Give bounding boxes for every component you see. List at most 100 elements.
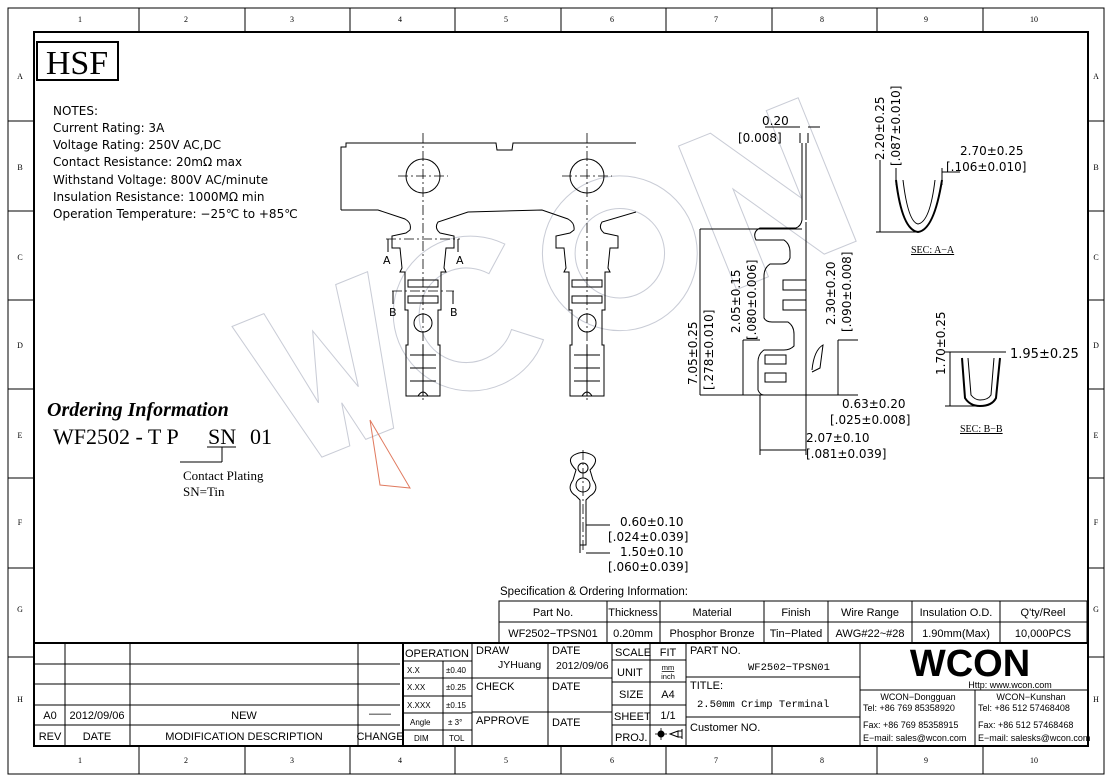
zone-row-b: B <box>17 163 22 172</box>
dim-2-05-in: [.080±0.006] <box>745 260 759 341</box>
tolerance-dim: Angle <box>410 718 431 727</box>
size-value: A4 <box>661 689 674 701</box>
zone-row-f: F <box>18 518 23 527</box>
section-a-left: A <box>383 254 391 267</box>
zone-row-a: A <box>17 72 23 81</box>
zone-row-d: D <box>17 341 23 350</box>
note-line: Insulation Resistance: 1000MΩ min <box>53 190 265 204</box>
ordering-title: Ordering Information <box>47 399 229 421</box>
dim-1-50-in: [.060±0.039] <box>608 560 689 574</box>
note-line: Contact Resistance: 20mΩ max <box>53 155 242 169</box>
zone-row-e-right: E <box>1094 431 1099 440</box>
unit-inch: inch <box>661 672 675 681</box>
watermark <box>231 97 857 458</box>
zone-col-6: 6 <box>610 15 614 24</box>
spec-table-title: Specification & Ordering Information: <box>500 586 688 598</box>
title-block: A0 2012/09/06 NEW —— REV DATE MODIFICATI… <box>34 642 1090 746</box>
office-kunshan-fax: Fax: +86 512 57468468 <box>978 720 1073 730</box>
revision-header-rev: REV <box>39 731 62 743</box>
spec-cell: Phosphor Bronze <box>670 628 755 640</box>
dim-aa-width-in: [.106±0.010] <box>946 160 1027 174</box>
terminal-front-view: A A B B <box>340 133 637 402</box>
zone-col-5: 5 <box>504 15 508 24</box>
zone-row-f-right: F <box>1094 518 1099 527</box>
tolerance-footer-tol: TOL <box>449 734 465 743</box>
hsf-mark: HSF <box>36 41 119 82</box>
zone-col-5-bottom: 5 <box>504 756 508 765</box>
dim-0-63: 0.63±0.20 <box>842 397 906 411</box>
office-kunshan-name: WCON−Kunshan <box>996 692 1065 702</box>
approve-date-label: DATE <box>552 717 581 729</box>
office-dongguan-email: E−mail: sales@wcon.com <box>863 733 966 743</box>
revision-header-description: MODIFICATION DESCRIPTION <box>165 731 323 743</box>
dim-thickness-in: [0.008] <box>738 131 782 145</box>
plating-value: SN=Tin <box>183 484 225 499</box>
dim-aa-height: 2.20±0.25 <box>873 97 887 161</box>
zone-col-8-bottom: 8 <box>820 756 824 765</box>
draw-name: JYHuang <box>498 659 541 671</box>
title-label: TITLE: <box>690 680 723 692</box>
check-label: CHECK <box>476 681 515 693</box>
part-no-value: WF2502−TPSN01 <box>748 662 830 674</box>
tolerance-title: OPERATION <box>405 648 469 660</box>
zone-row-b-right: B <box>1093 163 1098 172</box>
spec-header: Finish <box>781 607 810 619</box>
zone-col-8: 8 <box>820 15 824 24</box>
projection-label: PROJ. <box>615 732 647 744</box>
zone-col-2: 2 <box>184 15 188 24</box>
zone-row-g: G <box>17 605 23 614</box>
unit-mm: mm <box>662 663 675 672</box>
revision-header-change: CHANGE <box>356 731 403 743</box>
zone-col-9: 9 <box>924 15 928 24</box>
scale-label: SCALE <box>615 647 651 659</box>
sheet-frame: 1 2 3 4 5 6 7 8 9 10 1 2 3 4 5 6 7 8 9 1… <box>7 7 1105 775</box>
tolerance-value: ±0.15 <box>446 701 467 710</box>
ordering-information: Ordering Information WF2502 - T P SN 01 … <box>47 399 272 499</box>
notes-title: NOTES: <box>53 104 98 118</box>
revision-description: NEW <box>231 710 257 722</box>
tolerance-dim: X.XXX <box>407 701 431 710</box>
zone-row-c: C <box>17 253 22 262</box>
company-url: Http: www.wcon.com <box>968 680 1052 690</box>
section-bb-view: 1.70±0.25 1.95±0.25 SEC: B−B <box>934 312 1079 436</box>
dim-length: 7.05±0.25 <box>686 322 700 386</box>
draw-date-label: DATE <box>552 645 581 657</box>
dim-aa-height-in: [.087±0.010] <box>889 86 903 167</box>
dim-0-60: 0.60±0.10 <box>620 515 684 529</box>
notes: NOTES: Current Rating: 3A Voltage Rating… <box>53 104 298 221</box>
dim-2-30: 2.30±0.20 <box>824 262 838 326</box>
note-line: Withstand Voltage: 800V AC/minute <box>53 173 268 187</box>
zone-row-g-right: G <box>1093 605 1099 614</box>
zone-col-10-bottom: 10 <box>1030 756 1038 765</box>
tolerance-dim: X.X <box>407 666 421 675</box>
zone-col-3: 3 <box>290 15 294 24</box>
spec-header: Part No. <box>533 607 573 619</box>
ordering-code-plating: SN <box>208 424 236 449</box>
spec-cell: 0.20mm <box>613 628 653 640</box>
size-label: SIZE <box>619 689 643 701</box>
dim-2-30-in: [.090±0.008] <box>840 252 854 333</box>
dim-2-07: 2.07±0.10 <box>806 431 870 445</box>
zone-row-a-right: A <box>1093 72 1099 81</box>
dim-thickness: 0.20 <box>762 114 789 128</box>
spec-cell: 10,000PCS <box>1015 628 1071 640</box>
dim-0-63-in: [.025±0.008] <box>830 413 911 427</box>
office-dongguan-name: WCON−Dongguan <box>880 692 955 702</box>
revision-rev: A0 <box>43 710 56 722</box>
office-dongguan-tel: Tel: +86 769 85358920 <box>863 703 955 713</box>
section-a-right: A <box>456 254 464 267</box>
section-b-left: B <box>389 306 397 319</box>
note-line: Current Rating: 3A <box>53 121 165 135</box>
tolerance-footer-dim: DIM <box>414 734 429 743</box>
dim-length-in: [.278±0.010] <box>702 310 716 391</box>
tolerance-dim: X.XX <box>407 683 426 692</box>
approve-label: APPROVE <box>476 715 529 727</box>
sheet-value: 1/1 <box>660 710 675 722</box>
revision-date: 2012/09/06 <box>69 710 124 722</box>
revision-header-date: DATE <box>83 731 112 743</box>
dim-aa-width: 2.70±0.25 <box>960 144 1024 158</box>
svg-text:HSF: HSF <box>46 45 108 82</box>
spec-header: Wire Range <box>841 607 899 619</box>
dim-bb-height: 1.70±0.25 <box>934 312 948 376</box>
